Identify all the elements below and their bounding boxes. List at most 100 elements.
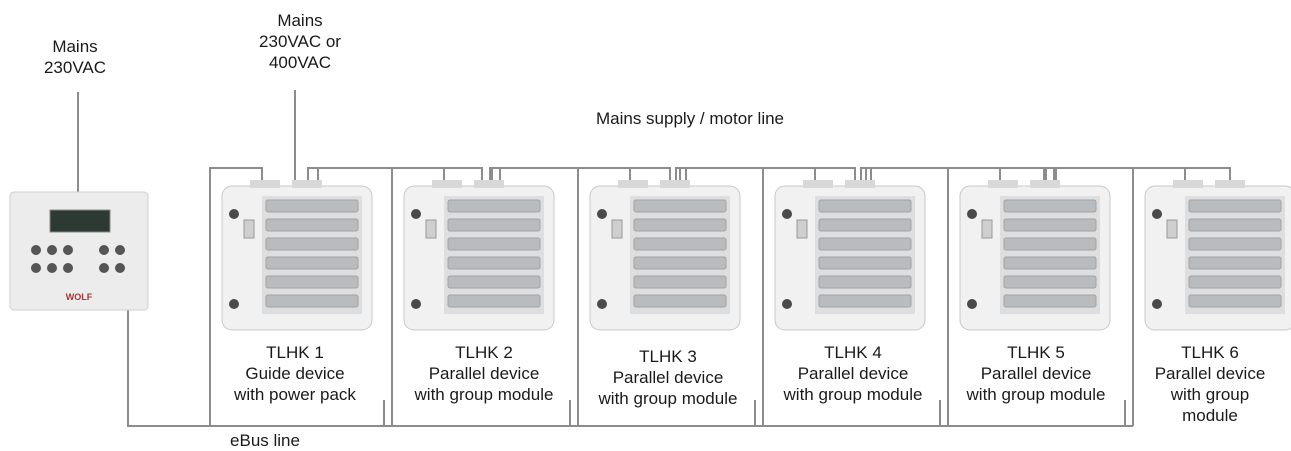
unit-grille-slat — [633, 256, 727, 270]
unit-grille-slat — [818, 218, 912, 232]
device-name: TLHK 4 — [824, 343, 882, 362]
heater-unit-2 — [403, 180, 555, 331]
unit-connector — [803, 180, 833, 188]
unit-bracket — [981, 219, 993, 239]
controller-button — [31, 245, 41, 255]
unit-grille-slat — [447, 275, 541, 289]
controller-button — [47, 245, 57, 255]
mains-controller-line-1: Mains — [52, 37, 98, 56]
mains-device-line-1: Mains — [277, 11, 323, 30]
device-desc-line: with group module — [783, 385, 923, 404]
unit-connector — [1030, 180, 1060, 188]
device-desc-line: Parallel device — [980, 364, 1092, 383]
motor-line-wire — [1045, 167, 1057, 186]
heater-unit-5 — [959, 180, 1111, 331]
unit-connector — [432, 180, 462, 188]
unit-connector — [1215, 180, 1245, 188]
unit-bracket — [243, 219, 255, 239]
unit-grille-slat — [1003, 294, 1097, 308]
unit-bracket — [1166, 219, 1178, 239]
device-desc-line: Parallel device — [612, 368, 724, 387]
ebus-line-wire — [762, 167, 816, 426]
heater-unit-4 — [774, 180, 926, 331]
unit-grille-slat — [265, 275, 359, 289]
unit-grille-slat — [265, 256, 359, 270]
ebus-line-label: eBus line — [230, 431, 300, 450]
unit-grille-slat — [265, 294, 359, 308]
unit-grille-slat — [633, 294, 727, 308]
unit-grille-slat — [265, 199, 359, 213]
unit-connector — [660, 180, 690, 188]
unit-grille-frame — [815, 196, 915, 314]
unit-grille-slat — [818, 199, 912, 213]
unit-bolt — [229, 299, 239, 309]
device-desc-line: Parallel device — [428, 364, 540, 383]
device-desc-line: with power pack — [234, 385, 356, 404]
controller-brand-logo: WOLF — [66, 292, 93, 302]
device-label-2: TLHK 2 Parallel device with group module — [394, 342, 574, 405]
ebus-line-wire — [127, 310, 1133, 427]
unit-bracket — [611, 219, 623, 239]
unit-grille-slat — [265, 218, 359, 232]
unit-grille-slat — [1188, 237, 1282, 251]
device-desc-line: with group — [1170, 385, 1250, 404]
unit-grille-slat — [447, 256, 541, 270]
device-label-6: TLHK 6 Parallel device with group module — [1135, 342, 1285, 426]
mains-controller-label: Mains 230VAC — [30, 36, 120, 78]
unit-bolt — [411, 209, 421, 219]
unit-grille-slat — [1188, 256, 1282, 270]
unit-grille-slat — [447, 294, 541, 308]
unit-grille-slat — [1188, 218, 1282, 232]
mains-device-line-3: 400VAC — [268, 53, 332, 72]
unit-bolt — [1152, 299, 1162, 309]
controller-button — [63, 245, 73, 255]
device-name: TLHK 6 — [1181, 343, 1239, 362]
mains-device-label: Mains 230VAC or 400VAC — [245, 10, 355, 73]
unit-connector — [250, 180, 280, 188]
unit-grille-slat — [633, 199, 727, 213]
controller-button — [31, 263, 41, 273]
unit-grille-slat — [1003, 199, 1097, 213]
unit-grille-slat — [633, 218, 727, 232]
device-label-1: TLHK 1 Guide device with power pack — [205, 342, 385, 405]
unit-grille-slat — [818, 294, 912, 308]
unit-bracket — [796, 219, 808, 239]
unit-grille-slat — [447, 237, 541, 251]
unit-grille-slat — [1003, 275, 1097, 289]
mains-controller-line-2: 230VAC — [43, 58, 107, 77]
ebus-line-wire — [577, 167, 631, 426]
unit-grille-slat — [1003, 218, 1097, 232]
controller-button — [115, 245, 125, 255]
unit-grille-slat — [1188, 275, 1282, 289]
unit-connector — [292, 180, 322, 188]
controller-button — [99, 245, 109, 255]
device-name: TLHK 2 — [455, 343, 513, 362]
device-name: TLHK 3 — [639, 347, 697, 366]
device-label-3: TLHK 3 Parallel device with group module — [578, 346, 758, 409]
unit-bolt — [782, 299, 792, 309]
motor-line-label: Mains supply / motor line — [595, 109, 785, 128]
unit-grille-slat — [818, 256, 912, 270]
device-name: TLHK 5 — [1007, 343, 1065, 362]
unit-grille-slat — [1003, 256, 1097, 270]
unit-bolt — [1152, 209, 1162, 219]
device-desc-line: with group module — [966, 385, 1106, 404]
unit-connector — [618, 180, 648, 188]
unit-bracket — [425, 219, 437, 239]
unit-grille-slat — [265, 237, 359, 251]
controller-button — [63, 263, 73, 273]
controller-panel: WOLF — [9, 191, 149, 311]
device-name: TLHK 1 — [266, 343, 324, 362]
device-desc-line: Parallel device — [797, 364, 909, 383]
mains-device-line-2: 230VAC or — [259, 32, 341, 51]
unit-grille-frame — [262, 196, 362, 314]
ebus-line-wire — [1132, 167, 1186, 426]
device-desc-line: with group module — [598, 389, 738, 408]
unit-grille-slat — [818, 275, 912, 289]
unit-grille-frame — [444, 196, 544, 314]
device-desc-line: Parallel device — [1154, 364, 1266, 383]
controller-display — [49, 209, 111, 233]
heater-unit-3 — [589, 180, 741, 331]
controller-body — [9, 191, 149, 311]
